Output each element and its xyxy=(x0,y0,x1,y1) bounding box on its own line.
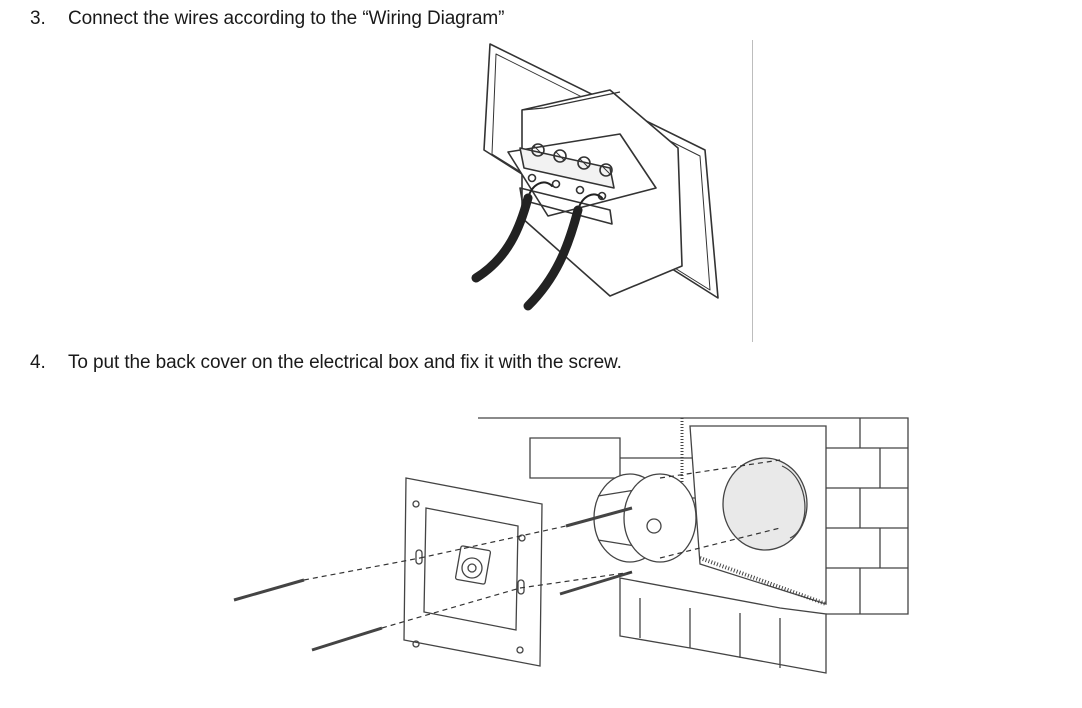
switch-wiring-icon xyxy=(471,43,719,311)
step-3-number: 3. xyxy=(30,8,46,29)
wiring-illustration xyxy=(460,38,780,348)
figure-divider xyxy=(752,40,753,342)
step-4-text: To put the back cover on the electrical … xyxy=(68,352,622,373)
step-3-instruction: 3. Connect the wires according to the “Wi… xyxy=(30,8,504,30)
step-3-text: Connect the wires according to the “Wiri… xyxy=(68,8,505,29)
mounting-illustration xyxy=(220,408,920,698)
step-4-instruction: 4. To put the back cover on the electrica… xyxy=(30,352,622,374)
back-cover-mounting-icon xyxy=(233,417,909,674)
step-4-number: 4. xyxy=(30,352,46,373)
